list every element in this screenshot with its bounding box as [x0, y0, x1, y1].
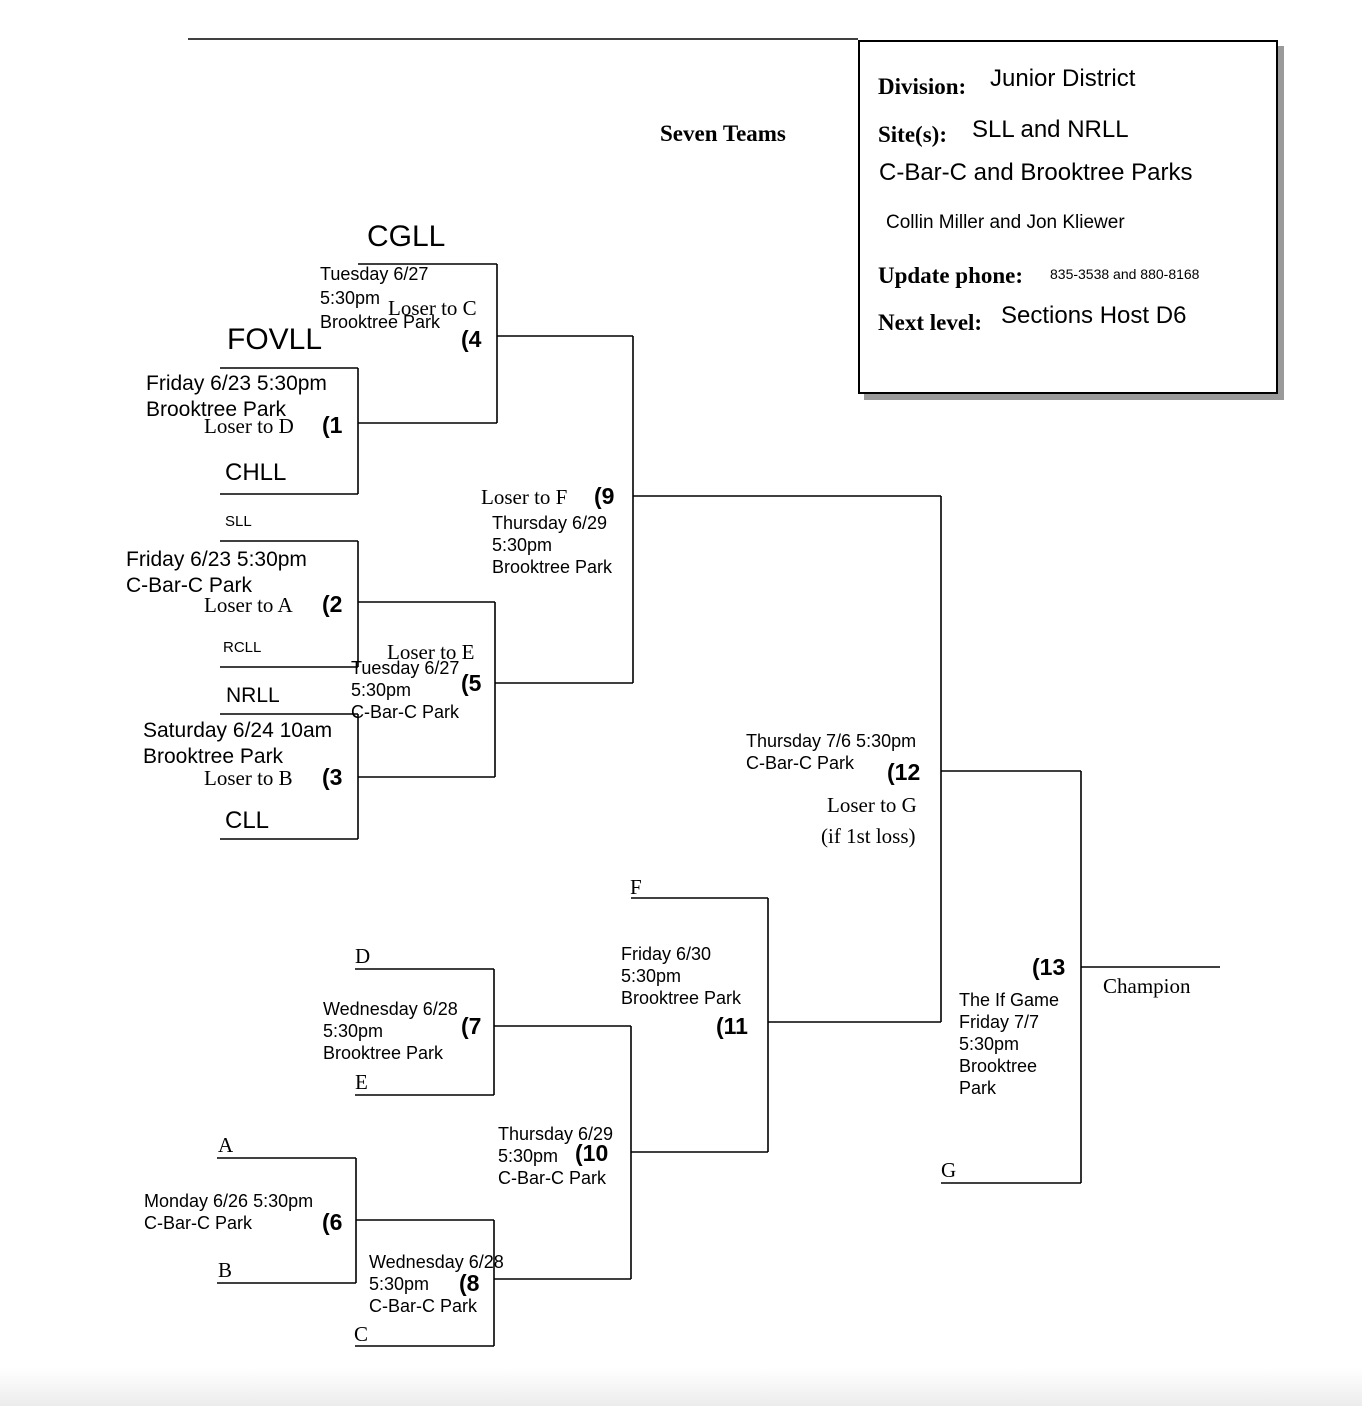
game-2-number: (2	[322, 591, 343, 617]
game-3-loser-note: Loser to B	[204, 766, 293, 790]
game-2-loser-note: Loser to A	[204, 593, 293, 617]
game-6-park: C-Bar-C Park	[144, 1213, 253, 1233]
slot-d: D	[355, 944, 371, 968]
game-3-park: Brooktree Park	[143, 745, 284, 768]
game-2-date: Friday 6/23 5:30pm	[126, 548, 307, 571]
game-5-date: Tuesday 6/27	[351, 658, 460, 678]
game-5-time: 5:30pm	[351, 680, 412, 700]
game-5-loser-note: Loser to E	[387, 640, 475, 664]
page-bottom-edge	[0, 1368, 1362, 1406]
game-8-time: 5:30pm	[369, 1274, 430, 1294]
info-box	[858, 40, 1278, 394]
game-7-date: Wednesday 6/28	[323, 999, 458, 1019]
next-level-label: Next level:	[878, 310, 983, 335]
game-12-loser-condition: (if 1st loss)	[821, 824, 916, 848]
team-chll: CHLL	[225, 459, 287, 486]
parks-value: C-Bar-C and Brooktree Parks	[879, 159, 1193, 186]
next-level-value: Sections Host D6	[1001, 302, 1187, 329]
game-12-date: Thursday 7/6 5:30pm	[746, 731, 917, 751]
game-13-number: (13	[1032, 954, 1066, 980]
game-13-title: The If Game	[959, 990, 1060, 1010]
team-nrll: NRLL	[226, 684, 280, 707]
sites-label: Site(s):	[878, 122, 947, 147]
game-5-number: (5	[461, 670, 482, 696]
game-10-park: C-Bar-C Park	[498, 1168, 607, 1188]
slot-a: A	[218, 1133, 234, 1157]
game-4-time: 5:30pm	[320, 288, 381, 308]
game-4-number: (4	[461, 326, 482, 352]
game-9-number: (9	[594, 483, 615, 509]
game-9-loser-note: Loser to F	[481, 485, 568, 509]
slot-b: B	[218, 1258, 233, 1282]
update-phone-value: 835-3538 and 880-8168	[1050, 266, 1200, 282]
game-10-time: 5:30pm	[498, 1146, 559, 1166]
game-9-date: Thursday 6/29	[492, 513, 608, 533]
game-1-park: Brooktree Park	[146, 398, 287, 421]
game-3-number: (3	[322, 764, 343, 790]
game-4-date: Tuesday 6/27	[320, 264, 429, 284]
bracket-heading: Seven Teams	[660, 121, 786, 146]
update-phone-label: Update phone:	[878, 263, 1024, 288]
sites-value: SLL and NRLL	[972, 116, 1129, 143]
slot-g: G	[941, 1158, 957, 1182]
game-7-number: (7	[461, 1013, 482, 1039]
game-5-park: C-Bar-C Park	[351, 702, 460, 722]
game-8-date: Wednesday 6/28	[369, 1252, 504, 1272]
slot-e: E	[355, 1070, 368, 1094]
game-9-time: 5:30pm	[492, 535, 553, 555]
team-sll: SLL	[225, 513, 252, 530]
team-cgll: CGLL	[367, 220, 446, 253]
game-7-time: 5:30pm	[323, 1021, 384, 1041]
game-1-date: Friday 6/23 5:30pm	[146, 372, 327, 395]
game-13-time: 5:30pm	[959, 1034, 1020, 1054]
game-11-date: Friday 6/30	[621, 944, 712, 964]
game-7-park: Brooktree Park	[323, 1043, 444, 1063]
game-13-park-line2: Park	[959, 1078, 997, 1098]
game-13-park-line1: Brooktree	[959, 1056, 1038, 1076]
champion-label: Champion	[1103, 974, 1191, 998]
team-rcll: RCLL	[223, 639, 262, 656]
game-13-date: Friday 7/7	[959, 1012, 1040, 1032]
game-10-number: (10	[575, 1140, 609, 1166]
game-8-number: (8	[459, 1270, 480, 1296]
game-2-park: C-Bar-C Park	[126, 574, 253, 597]
game-4-loser-note: Loser to C	[388, 296, 477, 320]
game-6-number: (6	[322, 1209, 343, 1235]
game-8-park: C-Bar-C Park	[369, 1296, 478, 1316]
slot-c: C	[354, 1322, 369, 1346]
division-label: Division:	[878, 74, 967, 99]
game-4-park: Brooktree Park	[320, 312, 441, 332]
game-11-park: Brooktree Park	[621, 988, 742, 1008]
game-9-park: Brooktree Park	[492, 557, 613, 577]
slot-f: F	[630, 875, 642, 899]
game-12-number: (12	[887, 759, 921, 785]
game-10-date: Thursday 6/29	[498, 1124, 614, 1144]
game-12-loser-note: Loser to G	[827, 793, 917, 817]
game-1-number: (1	[322, 412, 343, 438]
game-12-park: C-Bar-C Park	[746, 753, 855, 773]
team-cll: CLL	[225, 807, 270, 834]
division-value: Junior District	[990, 65, 1136, 92]
game-1-loser-note: Loser to D	[204, 414, 294, 438]
team-fovll: FOVLL	[227, 323, 323, 356]
game-6-date: Monday 6/26 5:30pm	[144, 1191, 314, 1211]
game-11-number: (11	[716, 1013, 748, 1039]
game-3-date: Saturday 6/24 10am	[143, 719, 333, 742]
contacts-value: Collin Miller and Jon Kliewer	[886, 212, 1125, 233]
game-11-time: 5:30pm	[621, 966, 682, 986]
